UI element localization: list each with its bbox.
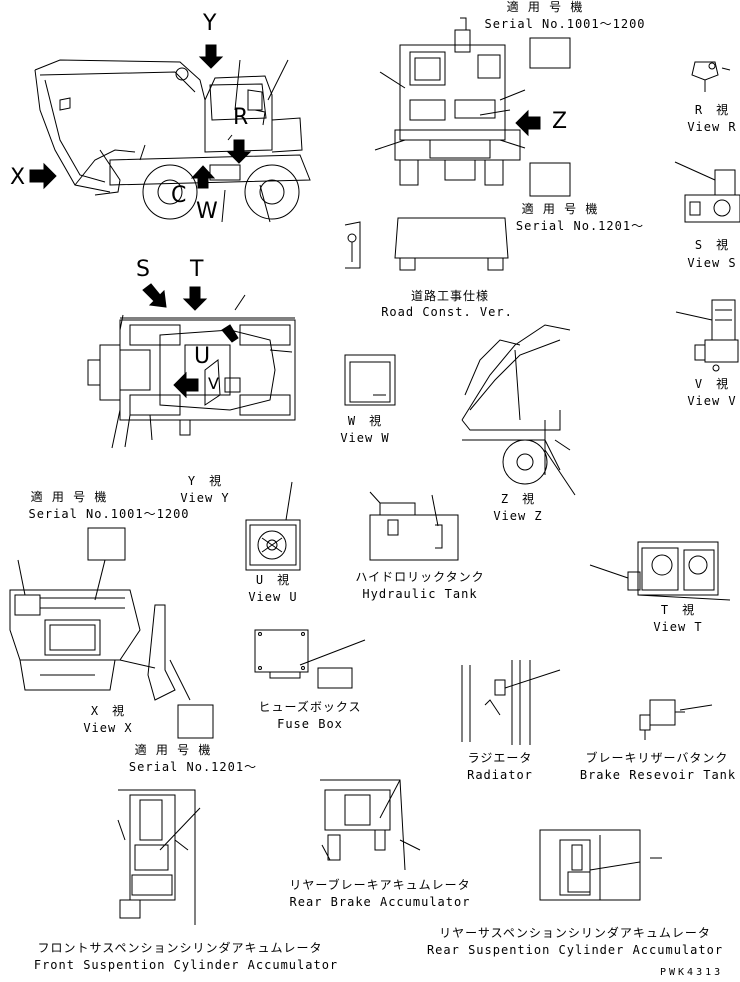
letter-v: V bbox=[208, 374, 219, 393]
hydraulic-tank-illustration bbox=[370, 492, 458, 560]
arrow-w bbox=[192, 166, 214, 188]
excavator-rear-view bbox=[375, 18, 525, 185]
letter-c: C bbox=[171, 183, 187, 208]
top-serial-1001-en: Serial No.1001～1200 bbox=[484, 17, 646, 31]
radiator-jp: ラジエータ bbox=[467, 751, 533, 765]
view-u-en: View U bbox=[248, 590, 298, 604]
letter-t: T bbox=[190, 257, 204, 282]
view-x-box-1201 bbox=[178, 705, 213, 738]
left-serial-1001-jp: 適 用 号 機 bbox=[30, 490, 108, 504]
view-x-en: View X bbox=[83, 721, 133, 735]
view-arrows bbox=[30, 45, 540, 397]
brake-reservoir-jp: ブレーキリザーバタンク bbox=[585, 751, 729, 765]
top-serial-1201-jp: 適 用 号 機 bbox=[521, 202, 599, 216]
arrow-x bbox=[30, 164, 56, 188]
rear-susp-acc-en: Rear Suspention Cylinder Accumulator bbox=[426, 943, 724, 957]
view-t-en: View T bbox=[653, 620, 703, 634]
view-r-en: View R bbox=[687, 120, 737, 134]
rear-brake-acc-jp: リヤーブレーキアキュムレータ bbox=[289, 878, 471, 892]
letter-w: W bbox=[196, 199, 218, 224]
top-serial-1201-en: Serial No.1201～ bbox=[515, 219, 645, 233]
letter-z: Z bbox=[552, 109, 568, 134]
top-serial-box-1201 bbox=[530, 163, 570, 196]
top-serial-1001-jp: 適 用 号 機 bbox=[506, 0, 584, 14]
brake-reservoir-en: Brake Resevoir Tank bbox=[579, 768, 737, 782]
view-u-jp: U 視 bbox=[255, 573, 291, 587]
rear-brake-accumulator-illustration bbox=[320, 780, 420, 870]
radiator-illustration bbox=[462, 660, 560, 745]
view-s-jp: S 視 bbox=[694, 238, 730, 252]
radiator-en: Radiator bbox=[467, 768, 533, 782]
view-x-jp: X 視 bbox=[90, 704, 126, 718]
view-v-illustration bbox=[676, 300, 738, 371]
view-t-illustration bbox=[590, 542, 730, 600]
excavator-top-view bbox=[88, 295, 295, 448]
letter-y: Y bbox=[203, 11, 217, 36]
view-v-jp: V 視 bbox=[694, 377, 730, 391]
view-s-illustration bbox=[675, 162, 740, 222]
road-const-rear-view bbox=[345, 218, 508, 270]
arrow-r bbox=[228, 140, 250, 163]
view-z-jp: Z 視 bbox=[500, 492, 536, 506]
arrow-s bbox=[143, 284, 166, 307]
arrow-y bbox=[200, 45, 222, 68]
view-r-illustration bbox=[692, 62, 730, 92]
letter-r: R bbox=[233, 105, 249, 130]
drawing-number: PWK4313 bbox=[660, 967, 724, 978]
left-serial-1001-en: Serial No.1001～1200 bbox=[28, 507, 190, 521]
letter-s: S bbox=[136, 257, 150, 282]
hydraulic-tank-en: Hydraulic Tank bbox=[362, 587, 478, 601]
view-y-jp: Y 視 bbox=[187, 474, 223, 488]
road-const-en: Road Const. Ver. bbox=[381, 305, 513, 319]
front-susp-acc-en: Front Suspention Cylinder Accumulator bbox=[33, 958, 339, 972]
front-susp-acc-jp: フロントサスペンションシリンダアキュムレータ bbox=[37, 941, 323, 955]
fuse-box-en: Fuse Box bbox=[277, 717, 343, 731]
top-serial-box-1001 bbox=[530, 38, 570, 68]
road-const-jp: 道路工事仕様 bbox=[410, 289, 489, 303]
front-suspension-accumulator-illustration bbox=[118, 790, 200, 925]
fuse-box-jp: ヒューズボックス bbox=[258, 700, 362, 714]
view-w-jp: W 視 bbox=[347, 414, 383, 428]
left-serial-1201-jp: 適 用 号 機 bbox=[134, 743, 212, 757]
arrow-u2 bbox=[222, 325, 238, 342]
brake-reservoir-illustration bbox=[640, 700, 712, 740]
view-r-jp: R 視 bbox=[694, 103, 730, 117]
view-u-illustration bbox=[246, 482, 300, 570]
arrow-z bbox=[516, 111, 540, 135]
view-t-jp: T 視 bbox=[660, 603, 696, 617]
view-x-illustration bbox=[10, 560, 190, 700]
view-v-en: View V bbox=[687, 394, 737, 408]
view-s-en: View S bbox=[687, 256, 737, 270]
letter-u: U bbox=[194, 344, 211, 369]
rear-brake-acc-en: Rear Brake Accumulator bbox=[289, 895, 471, 909]
rear-susp-acc-jp: リヤーサスペンションシリンダアキュムレータ bbox=[439, 926, 711, 940]
view-y-box-1001 bbox=[88, 528, 125, 560]
view-z-en: View Z bbox=[493, 509, 543, 523]
view-y-en: View Y bbox=[180, 491, 230, 505]
arrow-t bbox=[184, 287, 206, 310]
view-w-en: View W bbox=[340, 431, 390, 445]
hydraulic-tank-jp: ハイドロリックタンク bbox=[355, 570, 485, 584]
left-serial-1201-en: Serial No.1201～ bbox=[128, 760, 258, 774]
view-z-illustration bbox=[462, 325, 575, 495]
view-w-panel bbox=[345, 355, 395, 405]
arrow-u bbox=[174, 373, 198, 397]
rear-suspension-accumulator-illustration bbox=[540, 830, 662, 900]
fuse-box-illustration bbox=[255, 630, 365, 688]
letter-x: X bbox=[10, 165, 26, 190]
